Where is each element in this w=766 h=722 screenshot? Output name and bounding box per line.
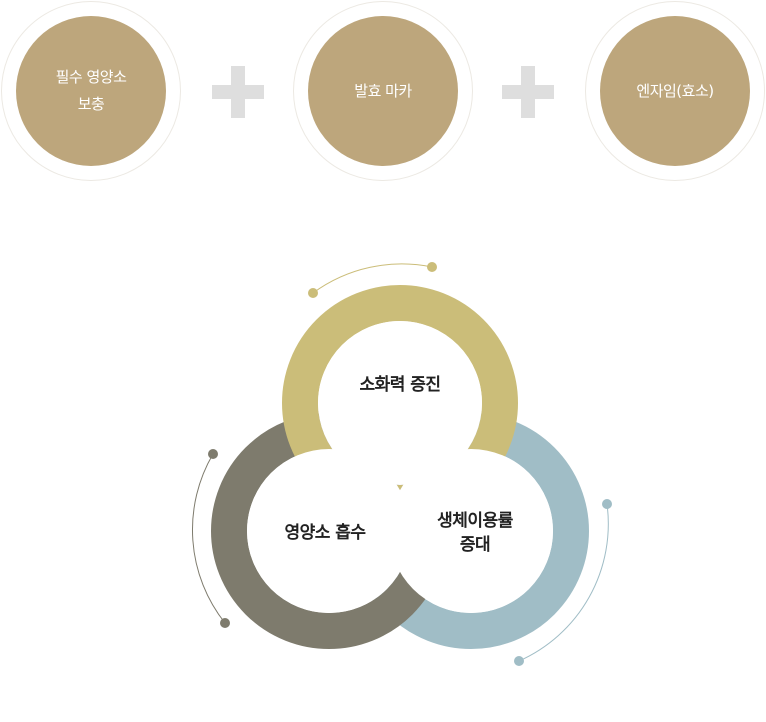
venn-label-right-line2: 증대 [459, 535, 491, 555]
venn-label-top: 소화력 증진 [359, 375, 441, 395]
venn-label-left: 영양소 흡수 [284, 523, 366, 543]
orbit-dot-left-top [208, 449, 218, 459]
inner-right [389, 449, 553, 613]
plus-icon [502, 66, 554, 118]
inner-top [318, 321, 482, 485]
orbit-arc-top [312, 263, 433, 294]
nutrient-label-line2: 보충 [77, 95, 105, 113]
venn-label-right: 생체이용률 증대 [405, 509, 545, 557]
plus-icon [212, 66, 264, 118]
orbit-arc-left [191, 453, 226, 624]
enzyme-inner-circle: 엔자임(효소) [600, 16, 750, 166]
orbit-dot-left-bottom [220, 618, 230, 628]
maca-circle: 발효 마카 [293, 1, 473, 181]
enzyme-circle: 엔자임(효소) [585, 1, 765, 181]
orbit-dot-right-top [602, 499, 612, 509]
orbit-arc-right [518, 503, 609, 662]
nutrient-circle: 필수 영양소 보충 [1, 1, 181, 181]
orbit-dot-right-bottom [514, 656, 524, 666]
maca-inner-circle: 발효 마카 [308, 16, 458, 166]
nutrient-inner-circle: 필수 영양소 보충 [16, 16, 166, 166]
inner-left [247, 449, 411, 613]
nutrient-label-line1: 필수 영양소 [55, 68, 127, 86]
orbit-dot-top-left [308, 288, 318, 298]
enzyme-label: 엔자임(효소) [636, 81, 714, 100]
venn-label-right-line1: 생체이용률 [437, 511, 513, 531]
orbit-dot-top-right [427, 262, 437, 272]
maca-label: 발효 마카 [354, 81, 412, 100]
